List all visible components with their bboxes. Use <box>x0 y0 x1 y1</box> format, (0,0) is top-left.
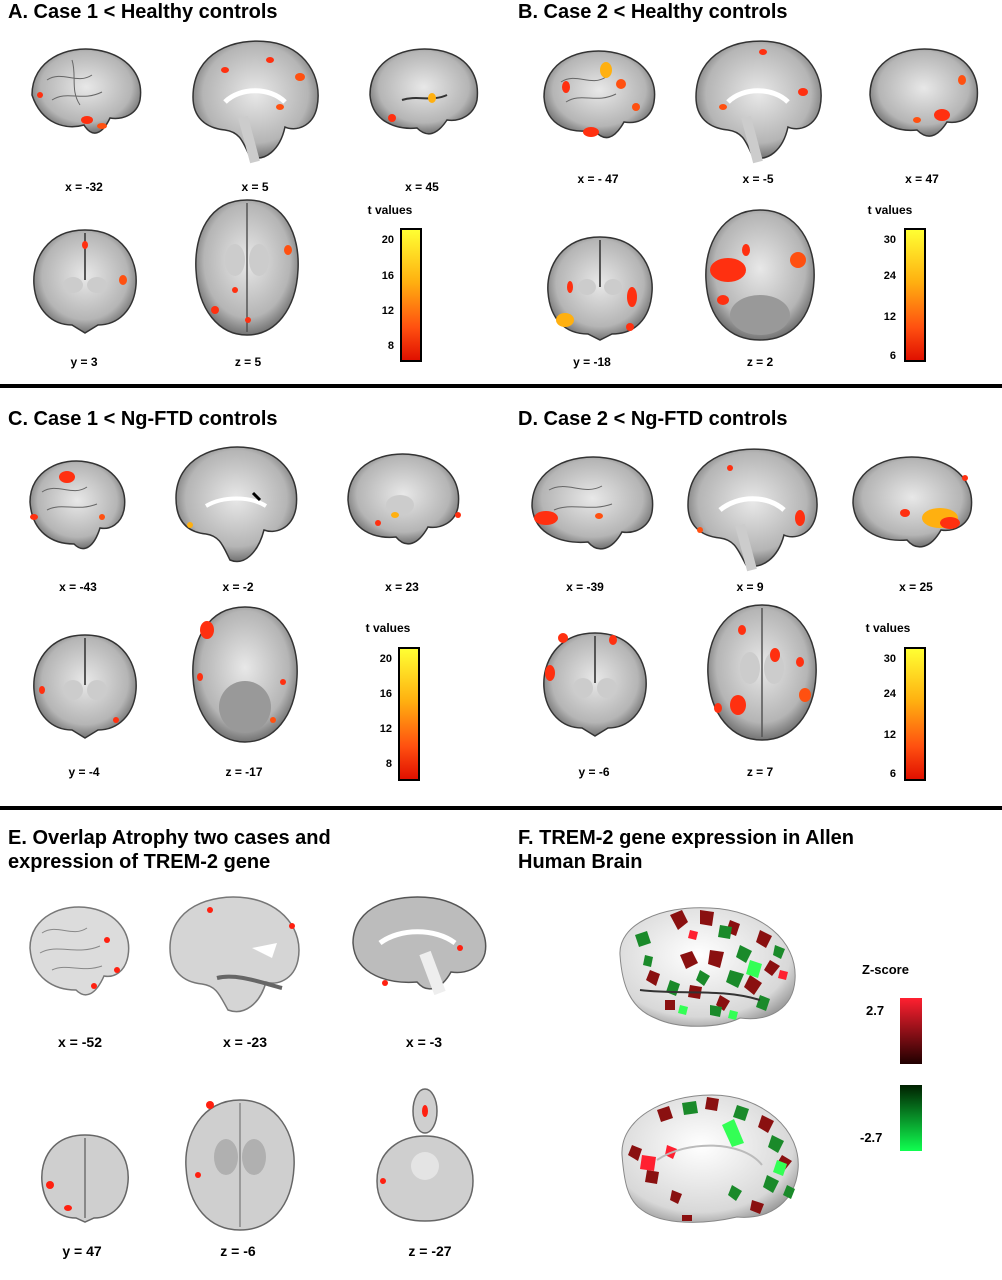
coord-a3: x = 45 <box>405 180 439 194</box>
colorbar-a-tick-3: 12 <box>381 305 394 317</box>
brain-sagittal-b2 <box>695 40 822 164</box>
colorbar-b-tick-4: 6 <box>889 350 896 362</box>
brain-sagittal-a3 <box>369 48 479 135</box>
colorbar-b-title: t values <box>867 203 913 217</box>
coord-b3: x = 47 <box>905 172 939 186</box>
colorbar-b-tick-1: 30 <box>883 234 896 246</box>
brain-coronal-c <box>33 634 137 739</box>
brain-axial-a <box>195 199 299 336</box>
panel-f-title-line1: F. TREM-2 gene expression in Allen <box>518 827 854 849</box>
zscore-title: Z-score <box>862 962 909 977</box>
brain-surface-medial <box>621 1094 799 1223</box>
coord-b5: z = 2 <box>746 355 774 369</box>
coord-e4: y = 47 <box>62 1243 102 1259</box>
divider-1 <box>0 384 1002 388</box>
zscore-min-label: -2.7 <box>860 1130 883 1145</box>
coord-c3: x = 23 <box>385 580 419 594</box>
brain-sagittal-d1 <box>531 456 654 550</box>
brain-sagittal-b1 <box>543 50 656 139</box>
brain-coronal-a <box>33 229 137 334</box>
coord-d3: x = 25 <box>899 580 933 594</box>
colorbar-a-tick-4: 8 <box>387 340 394 352</box>
brain-surface-lateral <box>619 907 796 1027</box>
brain-axial-b <box>705 209 815 341</box>
brain-sagittal-e3 <box>352 896 487 996</box>
colorbar-d-tick-2: 24 <box>883 688 896 700</box>
colorbar-b <box>904 228 926 362</box>
panel-e-title-line1: E. Overlap Atrophy two cases and <box>8 827 331 849</box>
brain-axial-c <box>192 606 298 743</box>
colorbar-c-tick-4: 8 <box>385 758 392 770</box>
colorbar-c-title: t values <box>365 621 411 635</box>
coord-e2: x = -23 <box>223 1034 267 1050</box>
coord-e6: z = -27 <box>408 1243 452 1259</box>
divider-2 <box>0 806 1002 810</box>
brain-sagittal-c2 <box>175 446 298 563</box>
coord-d5: z = 7 <box>746 765 774 779</box>
coord-b2: x = -5 <box>742 172 774 186</box>
coord-d1: x = -39 <box>566 580 604 594</box>
colorbar-d-title: t values <box>865 621 911 635</box>
colorbar-b-tick-2: 24 <box>883 270 896 282</box>
panel-e-title-line2: expression of TREM-2 gene <box>8 851 271 873</box>
brain-sagittal-e1 <box>29 906 130 996</box>
colorbar-a-title: t values <box>367 203 413 217</box>
colorbar-c-tick-1: 20 <box>379 653 392 665</box>
colorbar-a <box>400 228 422 362</box>
coord-d2: x = 9 <box>736 580 764 594</box>
coord-e5: z = -6 <box>220 1243 256 1259</box>
brain-axial-e2 <box>376 1088 474 1222</box>
brain-sagittal-d2 <box>687 448 818 572</box>
colorbar-c <box>398 647 420 781</box>
brain-sagittal-d3 <box>852 456 973 548</box>
coord-a1: x = -32 <box>65 180 103 194</box>
panel-c-title: C. Case 1 < Ng-FTD controls <box>8 408 278 430</box>
coord-b4: y = -18 <box>573 355 611 369</box>
coord-c1: x = -43 <box>59 580 97 594</box>
brain-sagittal-c1 <box>29 460 126 550</box>
brain-sagittal-c3 <box>347 453 461 545</box>
colorbar-c-tick-3: 12 <box>379 723 392 735</box>
coord-d4: y = -6 <box>578 765 610 779</box>
colorbar-a-tick-1: 20 <box>381 234 394 246</box>
coord-c2: x = -2 <box>222 580 254 594</box>
brain-sagittal-a2 <box>192 40 319 164</box>
panel-f-title-line2: Human Brain <box>518 851 643 873</box>
coord-e3: x = -3 <box>405 1034 443 1050</box>
coord-a5: z = 5 <box>234 355 262 369</box>
colorbar-a-tick-2: 16 <box>381 270 394 282</box>
colorbar-d <box>904 647 926 781</box>
zscore-positive-bar <box>900 998 922 1064</box>
coord-e1: x = -52 <box>58 1034 102 1050</box>
panel-b-title: B. Case 2 < Healthy controls <box>518 1 788 23</box>
coord-b1: x = - 47 <box>577 172 619 186</box>
brain-axial-d <box>707 604 817 741</box>
brain-coronal-e <box>41 1134 129 1223</box>
colorbar-b-tick-3: 12 <box>883 311 896 323</box>
colorbar-c-tick-2: 16 <box>379 688 392 700</box>
panel-d-title: D. Case 2 < Ng-FTD controls <box>518 408 788 430</box>
colorbar-d-tick-4: 6 <box>889 768 896 780</box>
zscore-negative-bar <box>900 1085 922 1151</box>
brain-sagittal-a1 <box>31 48 142 134</box>
coord-a2: x = 5 <box>241 180 269 194</box>
coord-a4: y = 3 <box>70 355 98 369</box>
colorbar-d-tick-1: 30 <box>883 653 896 665</box>
coord-c5: z = -17 <box>225 765 263 779</box>
brain-coronal-b <box>547 236 653 341</box>
zscore-max-label: 2.7 <box>866 1003 885 1018</box>
brain-sagittal-e2 <box>169 896 300 1013</box>
brain-coronal-d <box>543 632 647 737</box>
brain-sagittal-b3 <box>869 48 979 137</box>
colorbar-d-tick-3: 12 <box>883 729 896 741</box>
brain-axial-e1 <box>185 1099 295 1231</box>
coord-c4: y = -4 <box>68 765 100 779</box>
panel-a-title: A. Case 1 < Healthy controls <box>8 1 278 23</box>
